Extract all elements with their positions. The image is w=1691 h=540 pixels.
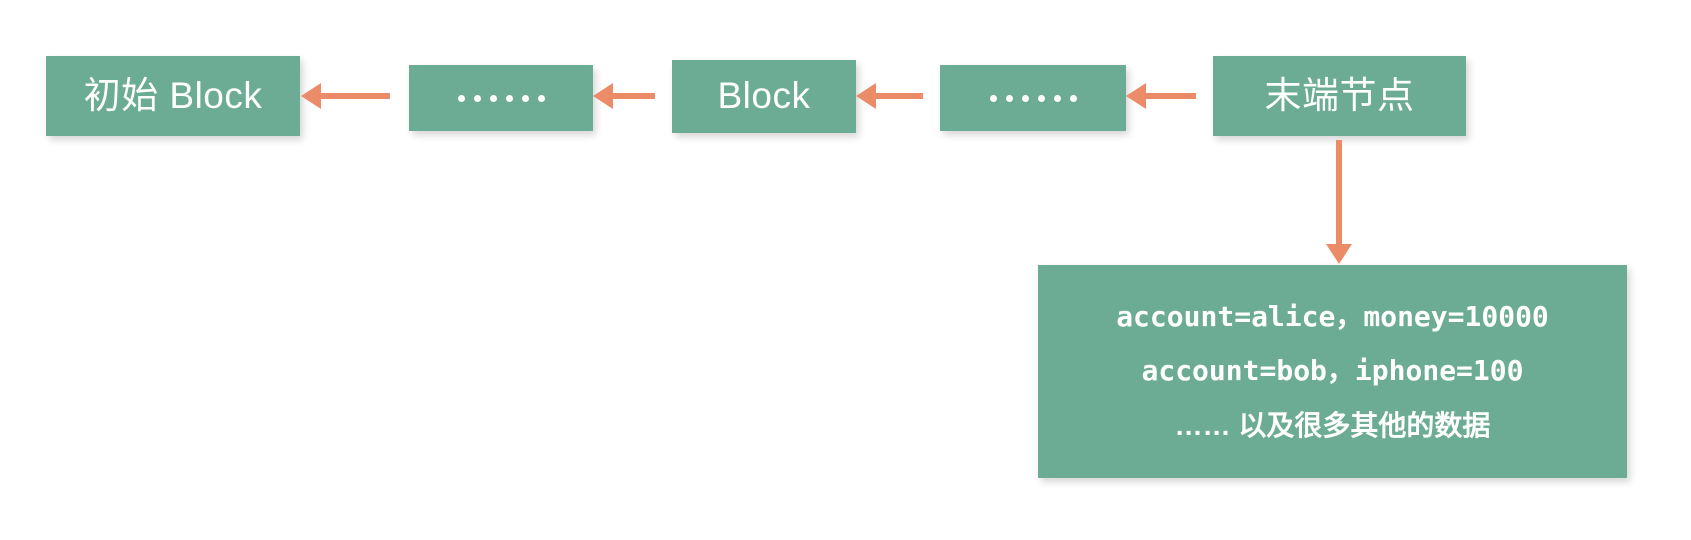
- data-line-bob: account=bob，iphone=100: [1141, 354, 1524, 388]
- arrow-left-icon: [320, 93, 390, 99]
- node-block-label: Block: [717, 75, 811, 117]
- data-line-more: …… 以及很多其他的数据: [1174, 409, 1491, 441]
- node-terminal[interactable]: 末端节点: [1213, 56, 1466, 136]
- arrow-down-icon: [1336, 140, 1342, 245]
- data-line-alice: account=alice，money=10000: [1116, 299, 1549, 333]
- node-block[interactable]: Block: [672, 60, 856, 133]
- node-ellipsis-right[interactable]: ……: [940, 65, 1126, 131]
- node-genesis-block-label: 初始 Block: [83, 74, 263, 116]
- arrow-left-icon: [875, 93, 923, 99]
- node-genesis-block[interactable]: 初始 Block: [46, 56, 300, 136]
- node-ellipsis-left[interactable]: ……: [409, 65, 593, 131]
- node-terminal-label: 末端节点: [1264, 74, 1415, 116]
- arrow-left-icon: [1145, 93, 1196, 99]
- ellipsis-dots-icon: [989, 94, 1077, 102]
- ellipsis-dots-icon: [457, 94, 545, 102]
- arrow-left-icon: [612, 93, 655, 99]
- node-data-box[interactable]: account=alice，money=10000 account=bob，ip…: [1038, 265, 1627, 478]
